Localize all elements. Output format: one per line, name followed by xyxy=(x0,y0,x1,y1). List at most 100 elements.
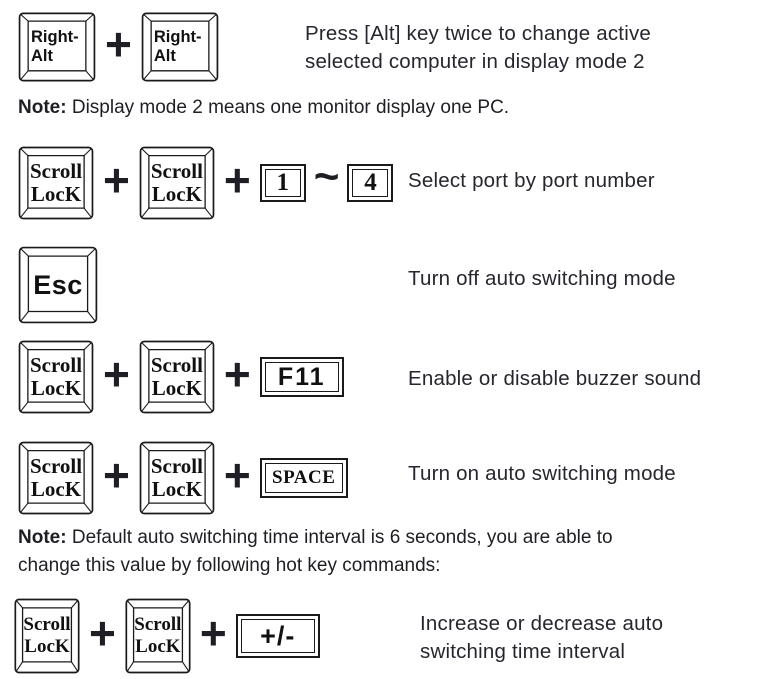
key-f11: F11 xyxy=(259,357,344,397)
note-text: Display mode 2 means one monitor display… xyxy=(66,97,510,118)
key-label: +/- xyxy=(240,619,315,653)
keycap-bevel-art xyxy=(139,146,215,220)
key-space: SPACE xyxy=(259,458,348,498)
key-label: Scroll LocK xyxy=(18,146,94,220)
keycap-bevel-art xyxy=(125,598,191,674)
key-label-line: Alt xyxy=(31,47,53,65)
keycap-bevel-art xyxy=(18,146,94,220)
key-label-line: Scroll xyxy=(29,159,83,183)
note-auto-interval: Note: Default auto switching time interv… xyxy=(18,524,613,580)
key-4: 4 xyxy=(347,164,394,202)
key-label-line: LocK xyxy=(30,182,82,206)
key-right-alt: Right- Alt xyxy=(141,12,219,82)
key-label-line: Scroll xyxy=(29,353,83,377)
desc-auto-on: Turn on auto switching mode xyxy=(408,460,676,488)
plus-operator: + xyxy=(103,449,130,501)
key-scroll-lock: Scroll LocK xyxy=(125,598,191,674)
plus-operator: + xyxy=(223,449,251,501)
key-label-line: LocK xyxy=(135,636,181,657)
desc-auto-off: Turn off auto switching mode xyxy=(408,265,676,293)
key-label: 1 xyxy=(264,169,301,197)
plus-operator: + xyxy=(89,607,116,659)
hotkey-row-interval: Scroll LocK + Scroll LocK + +/- xyxy=(14,598,320,674)
key-label: Scroll LocK xyxy=(125,598,191,674)
key-label-line: LocK xyxy=(151,182,202,206)
note-text: Default auto switching time interval is … xyxy=(66,527,613,548)
key-plus-minus: +/- xyxy=(235,614,320,658)
keycap-bevel-art xyxy=(139,441,215,515)
key-label-line: Right- xyxy=(31,28,79,46)
desc-line: selected computer in display mode 2 xyxy=(305,50,645,73)
key-label: 4 xyxy=(352,169,389,197)
desc-line: switching time interval xyxy=(420,640,626,663)
desc-alt-switch: Press [Alt] key twice to change active s… xyxy=(305,20,651,76)
key-label-line: Esc xyxy=(33,269,83,300)
key-scroll-lock: Scroll LocK xyxy=(139,441,215,515)
key-label: Esc xyxy=(18,246,98,324)
key-scroll-lock: Scroll LocK xyxy=(18,146,94,220)
key-label: Scroll LocK xyxy=(139,340,215,414)
key-scroll-lock: Scroll LocK xyxy=(14,598,80,674)
desc-line: Turn off auto switching mode xyxy=(408,267,676,290)
hotkey-row-esc: Esc xyxy=(18,246,98,324)
key-label: Scroll LocK xyxy=(139,146,215,220)
key-label: SPACE xyxy=(264,463,343,493)
plus-operator: + xyxy=(103,348,130,400)
key-label-line: LocK xyxy=(24,636,70,657)
desc-line: Enable or disable buzzer sound xyxy=(408,367,702,390)
desc-interval: Increase or decrease auto switching time… xyxy=(420,610,663,666)
tilde-operator: ~ xyxy=(313,152,340,201)
note-line: Note: Default auto switching time interv… xyxy=(18,524,613,552)
key-label: Scroll LocK xyxy=(18,340,94,414)
desc-line: Increase or decrease auto xyxy=(420,612,664,635)
key-label-line: LocK xyxy=(30,376,82,400)
key-scroll-lock: Scroll LocK xyxy=(18,340,94,414)
key-label-line: Alt xyxy=(153,47,176,65)
key-label-line: LocK xyxy=(151,477,202,501)
plus-operator: + xyxy=(223,154,251,206)
key-label-line: Right- xyxy=(153,28,202,46)
key-label-line: Scroll xyxy=(29,454,83,478)
hotkey-row-alt-switch: Right- Alt + Right- Alt xyxy=(18,12,219,82)
key-scroll-lock: Scroll LocK xyxy=(18,441,94,515)
key-label-line: Scroll xyxy=(23,614,71,635)
keycap-bevel-art xyxy=(18,246,98,324)
plus-operator: + xyxy=(103,154,130,206)
key-esc: Esc xyxy=(18,246,98,324)
note-label: Note: xyxy=(18,97,67,118)
key-label-line: Scroll xyxy=(134,614,182,635)
key-label: Scroll LocK xyxy=(139,441,215,515)
desc-line: Turn on auto switching mode xyxy=(408,462,676,485)
note-label: Note: xyxy=(18,527,67,548)
key-scroll-lock: Scroll LocK xyxy=(139,146,215,220)
plus-operator: + xyxy=(223,348,251,400)
keycap-bevel-art xyxy=(18,12,96,82)
plus-operator: + xyxy=(199,607,227,659)
keycap-bevel-art xyxy=(14,598,80,674)
key-scroll-lock: Scroll LocK xyxy=(139,340,215,414)
key-label: Right- Alt xyxy=(141,12,219,82)
key-label-line: LocK xyxy=(151,376,202,400)
hotkey-row-buzzer: Scroll LocK + Scroll LocK + F11 xyxy=(18,340,344,414)
key-label: Scroll LocK xyxy=(14,598,80,674)
keycap-bevel-art xyxy=(18,441,94,515)
hotkey-row-auto-on: Scroll LocK + Scroll LocK + SPACE xyxy=(18,441,348,515)
key-1: 1 xyxy=(259,164,306,202)
key-label-line: LocK xyxy=(30,477,82,501)
desc-select-port: Select port by port number xyxy=(408,167,655,195)
key-right-alt: Right- Alt xyxy=(18,12,96,82)
key-label: Scroll LocK xyxy=(18,441,94,515)
desc-buzzer: Enable or disable buzzer sound xyxy=(408,365,701,393)
desc-line: Press [Alt] key twice to change active xyxy=(305,22,652,45)
keycap-bevel-art xyxy=(18,340,94,414)
key-label-line: Scroll xyxy=(150,159,203,183)
note-text: change this value by following hot key c… xyxy=(18,555,441,576)
keycap-bevel-art xyxy=(141,12,219,82)
plus-operator: + xyxy=(105,18,132,70)
key-label-line: Scroll xyxy=(150,454,203,478)
hotkey-row-select-port: Scroll LocK + Scroll LocK + 1 ~ 4 xyxy=(18,146,394,220)
note-display-mode: Note: Display mode 2 means one monitor d… xyxy=(18,94,509,122)
key-label: Right- Alt xyxy=(18,12,96,82)
key-label-line: Scroll xyxy=(150,353,203,377)
